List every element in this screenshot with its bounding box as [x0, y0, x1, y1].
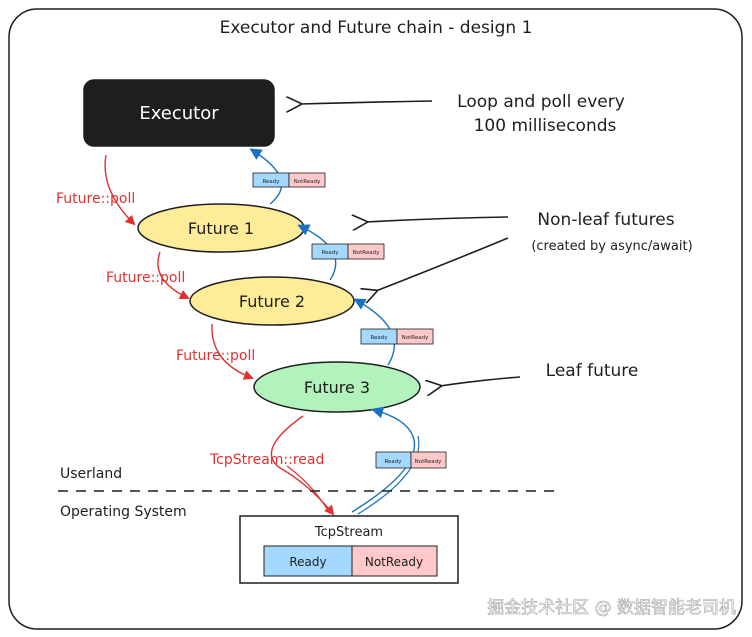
nonleaf-note-sub: (created by async/await)	[531, 239, 692, 254]
badge-2-notready: NotReady	[353, 250, 380, 256]
tcpstream-ready-label: Ready	[289, 555, 326, 569]
executor-box: Executor	[83, 79, 275, 147]
poll-label-3: Future::poll	[176, 348, 255, 364]
loop-note-line1: Loop and poll every	[457, 92, 625, 112]
tcpstream-ready-cell	[263, 545, 353, 577]
badge-4-notready: NotReady	[415, 459, 442, 465]
outer-frame	[8, 8, 743, 630]
future-3-node: Future 3	[253, 361, 421, 413]
diagram-title: Executor and Future chain - design 1	[220, 18, 533, 38]
tcpstream-notready-cell	[351, 545, 438, 577]
poll-arrow-future1-to-future2	[157, 251, 190, 300]
nonleaf-arrow-1	[366, 217, 509, 222]
watermark: 掘金技术社区 @ 数据智能老司机	[487, 598, 736, 618]
status-badge-1: Ready NotReady	[252, 172, 326, 188]
poll-arrow-future3-to-tcpstream-2	[286, 465, 330, 513]
badge-1-ready: Ready	[262, 179, 280, 185]
leaf-note: Leaf future	[546, 361, 639, 381]
poll-arrow-future2-to-future3	[211, 323, 254, 380]
tcpstream-title: TcpStream	[314, 525, 383, 540]
future-2-label: Future 2	[239, 292, 305, 311]
poll-label-1: Future::poll	[56, 191, 135, 207]
tcpstream-box: TcpStream Ready NotReady	[239, 515, 459, 584]
poll-label-2: Future::poll	[106, 270, 185, 286]
future-1-label: Future 1	[188, 219, 254, 238]
badge-3-ready: Ready	[370, 335, 388, 341]
tcpstream-notready-label: NotReady	[365, 555, 423, 569]
status-badge-3: Ready NotReady	[360, 328, 434, 345]
future-1-node: Future 1	[137, 203, 305, 253]
status-badge-4: Ready NotReady	[375, 451, 447, 469]
badge-2-ready: Ready	[321, 250, 339, 256]
badge-3-notready: NotReady	[402, 335, 429, 341]
return-arrow-tcpstream-to-future3-2	[357, 435, 420, 515]
poll-arrow-executor-to-future1	[104, 154, 136, 226]
loop-note-line2: 100 milliseconds	[474, 116, 617, 136]
userland-label: Userland	[60, 466, 122, 482]
os-label: Operating System	[60, 504, 187, 520]
executor-label: Executor	[139, 103, 219, 124]
tcpstream-read-label: TcpStream::read	[209, 452, 324, 468]
nonleaf-note: Non-leaf futures	[537, 210, 674, 230]
loop-note-arrow	[300, 101, 433, 104]
future-2-node: Future 2	[189, 276, 355, 326]
badge-1-notready: NotReady	[294, 179, 321, 185]
nonleaf-arrow-2	[376, 237, 509, 291]
badge-4-ready: Ready	[384, 459, 402, 465]
future-3-label: Future 3	[304, 378, 370, 397]
leaf-arrow	[440, 376, 521, 386]
status-badge-2: Ready NotReady	[311, 243, 385, 260]
